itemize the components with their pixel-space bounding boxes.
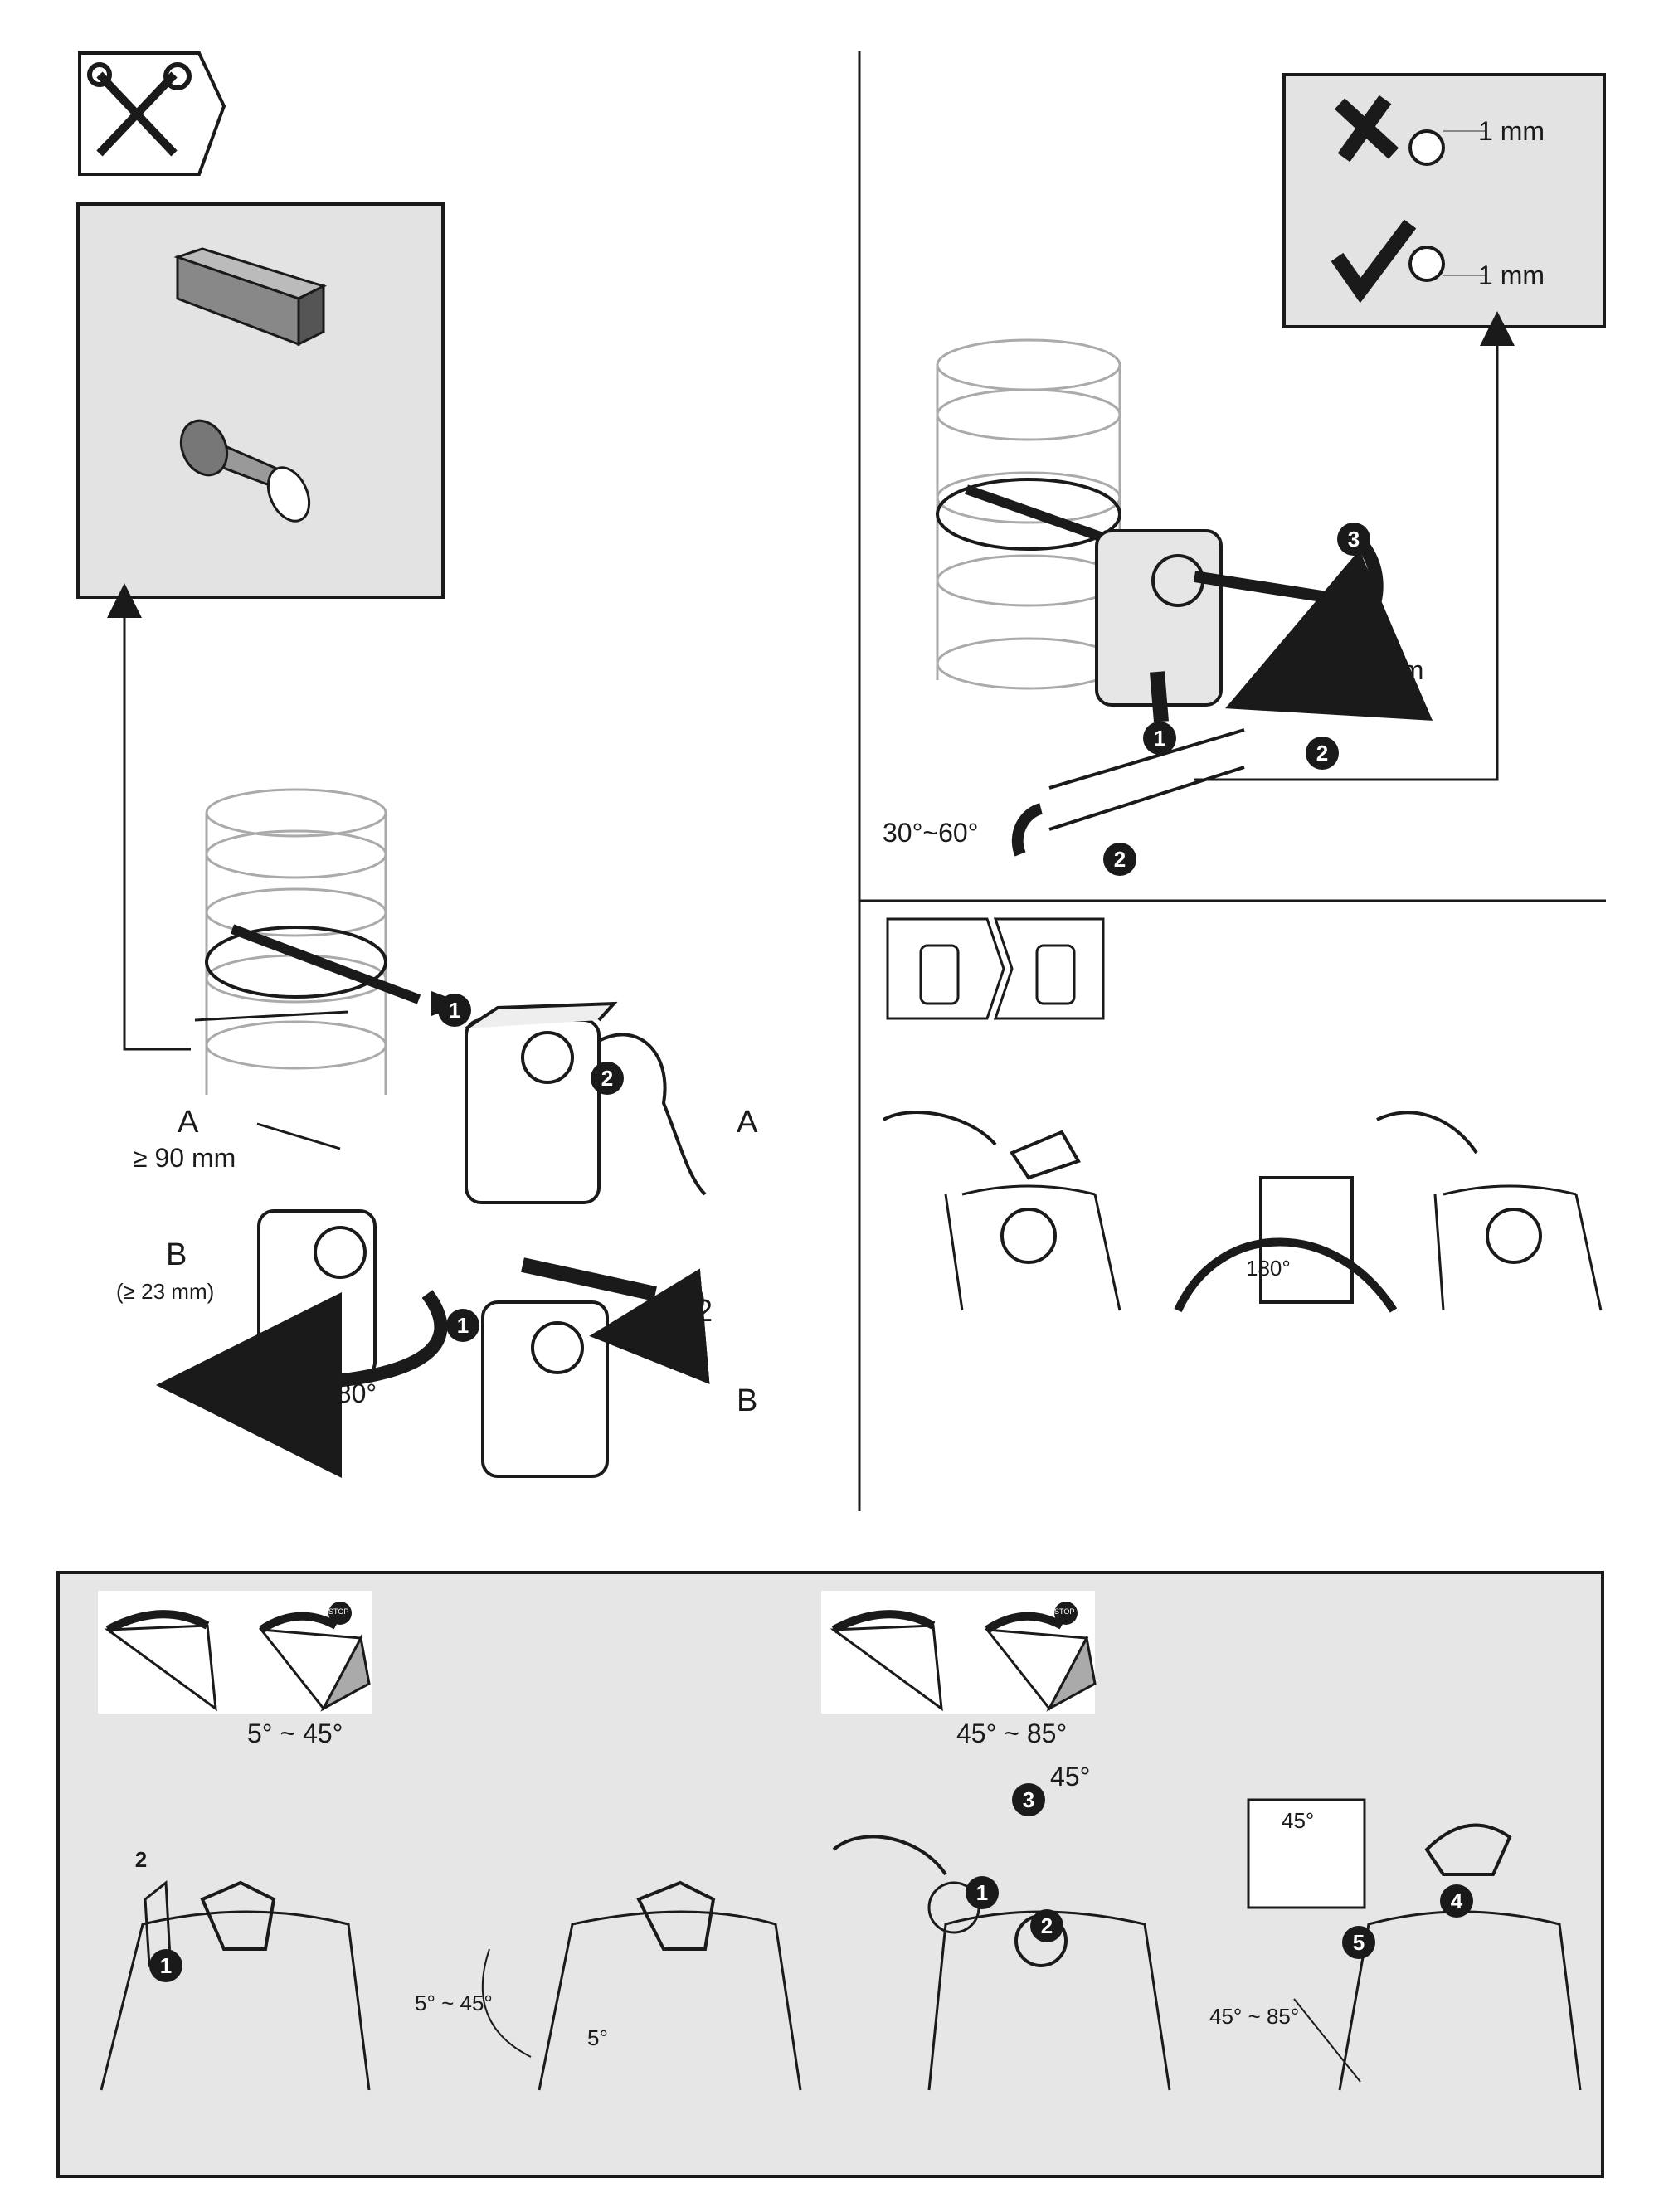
limit-badge-3: 3 xyxy=(1012,1783,1045,1816)
label-a-left: A xyxy=(178,1105,199,1140)
diagram-left-min: 5° xyxy=(587,2025,608,2050)
step-badge-2: 2 xyxy=(591,1062,624,1095)
angle-range-label: 30°~60° xyxy=(883,818,979,848)
actuator-mounted xyxy=(936,478,1433,857)
shaft-types-box xyxy=(76,202,445,599)
limit-badge-1: 1 xyxy=(149,1949,182,1982)
right-angle-range: 45° ~ 85° xyxy=(956,1719,1068,1748)
wrong-cross-icon xyxy=(1334,95,1399,163)
step-badge-1: 1 xyxy=(438,994,471,1027)
limit-icons-left xyxy=(98,1591,372,1714)
torque-label: 9 Nm xyxy=(1360,655,1424,685)
label-b-left: B xyxy=(166,1237,187,1272)
stop-label-right: STOP xyxy=(1054,1607,1075,1616)
limit-badge-5: 5 xyxy=(1342,1926,1375,1959)
limit-diagrams xyxy=(100,1798,1582,2091)
inset-45-label: 45° xyxy=(1282,1808,1315,1833)
actuator-a xyxy=(465,1001,707,1204)
step-number-2: 2 xyxy=(695,1294,713,1329)
duct-illustration-left xyxy=(205,788,387,1095)
duct-illustration-right xyxy=(936,338,1121,690)
diagram-right-range: 45° ~ 85° xyxy=(1209,2004,1300,2029)
limit-badge-4: 4 xyxy=(1440,1884,1473,1918)
rotate-45-label: 45° xyxy=(1050,1762,1091,1791)
limit-icons-right xyxy=(821,1591,1097,1714)
connector-arrow xyxy=(107,583,191,1051)
limit-badge-2: 2 xyxy=(134,1847,148,1872)
step-badge-1-right: 1 xyxy=(1143,722,1176,755)
dimension-line xyxy=(256,1122,341,1150)
step-badge-3: 3 xyxy=(1337,523,1370,556)
tools-icon xyxy=(78,51,226,176)
min-length-label: ≥ 90 mm xyxy=(133,1143,236,1173)
step3-rotation-label: 180° xyxy=(1246,1256,1291,1281)
actuator-b xyxy=(481,1257,710,1478)
diagram-left-range: 5° ~ 45° xyxy=(415,1991,493,2015)
rotation-direction-icons xyxy=(886,917,1105,1020)
round-shaft-icon xyxy=(179,419,311,523)
clearance-box xyxy=(1282,73,1606,328)
step-badge-1b: 1 xyxy=(446,1309,479,1342)
min-b-label: (≥ 23 mm) xyxy=(116,1279,215,1304)
square-shaft-icon xyxy=(173,247,328,347)
actuator-b-rotated xyxy=(156,1209,448,1478)
stop-label-left: STOP xyxy=(328,1607,349,1616)
connector-arrow-right xyxy=(1194,311,1515,781)
correct-check-icon xyxy=(1331,219,1417,304)
limit-badge-2b: 2 xyxy=(1030,1909,1063,1942)
step3-illustrations xyxy=(883,1111,1603,1313)
label-b-right: B xyxy=(737,1383,758,1418)
step-badge-2a: 2 xyxy=(1306,737,1339,770)
step-badge-2b: 2 xyxy=(1103,843,1136,876)
clearance-right-label: 1 mm xyxy=(1478,260,1545,290)
clearance-wrong-label: 1 mm xyxy=(1478,116,1545,146)
left-angle-range: 5° ~ 45° xyxy=(247,1719,343,1748)
rotation-180-label: 180° xyxy=(322,1378,377,1408)
damper-blade-left xyxy=(194,924,421,1022)
limit-badge-1b: 1 xyxy=(966,1876,999,1909)
label-a-right: A xyxy=(737,1105,758,1140)
